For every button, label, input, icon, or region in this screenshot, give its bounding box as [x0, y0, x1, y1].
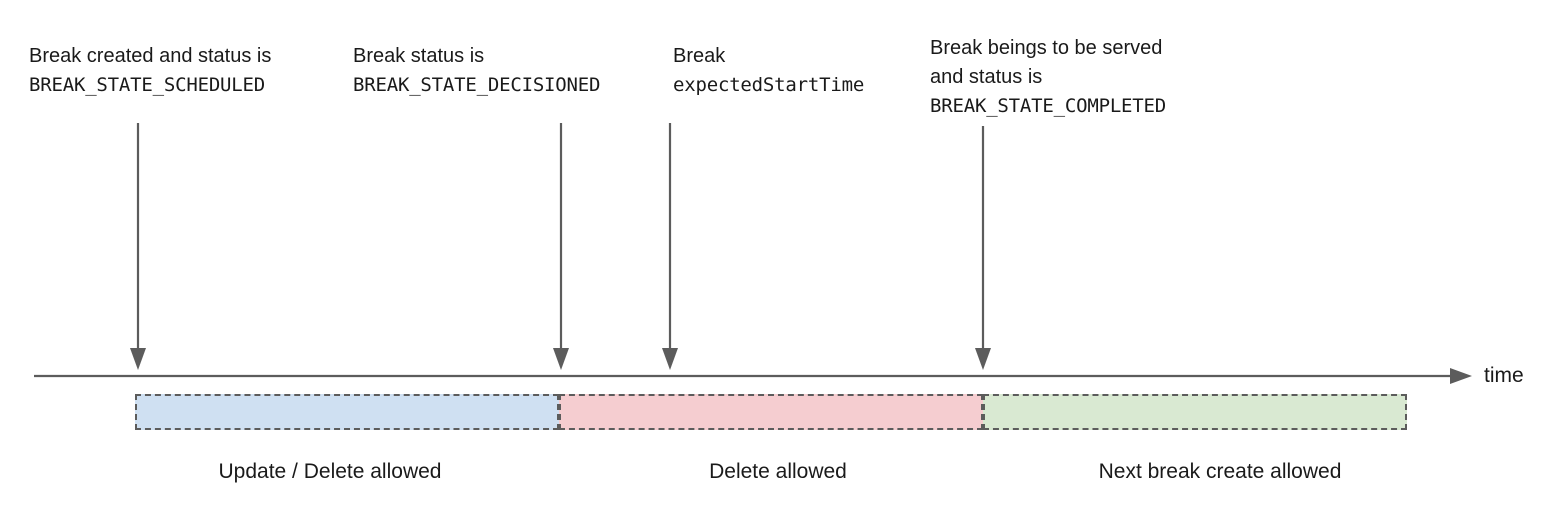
marker-arrow-completed — [975, 126, 991, 370]
phase-bar-next-break — [983, 394, 1407, 430]
marker-arrow-scheduled — [130, 123, 146, 370]
annotation-scheduled-text: Break created and status is — [29, 45, 272, 67]
phase-caption-delete-only: Delete allowed — [709, 460, 847, 483]
annotation-expected-start-time-field: expectedStartTime — [673, 74, 865, 96]
annotation-scheduled-constant: BREAK_STATE_SCHEDULED — [29, 74, 266, 96]
annotation-completed-constant: BREAK_STATE_COMPLETED — [930, 95, 1167, 117]
time-axis-label: time — [1484, 364, 1524, 387]
annotation-completed-text-line1: Break beings to be served — [930, 37, 1163, 59]
annotation-decisioned-constant: BREAK_STATE_DECISIONED — [353, 74, 601, 96]
annotation-decisioned: Break status is BREAK_STATE_DECISIONED — [353, 42, 600, 100]
annotation-expected-start-time-text: Break — [673, 45, 726, 67]
phase-bar-delete-only — [559, 394, 983, 430]
annotation-decisioned-text: Break status is — [353, 45, 485, 67]
phase-caption-update-delete: Update / Delete allowed — [218, 460, 442, 483]
annotation-completed-text-line2: and status is — [930, 66, 1043, 88]
annotation-completed: Break beings to be served and status is … — [930, 34, 1166, 121]
annotation-expected-start-time: Break expectedStartTime — [673, 42, 864, 100]
marker-arrow-expected-start-time — [662, 123, 678, 370]
annotation-scheduled: Break created and status is BREAK_STATE_… — [29, 42, 271, 100]
marker-arrow-decisioned — [553, 123, 569, 370]
phase-bar-update-delete — [135, 394, 559, 430]
phase-caption-next-break: Next break create allowed — [1098, 460, 1342, 483]
time-axis — [34, 368, 1472, 384]
